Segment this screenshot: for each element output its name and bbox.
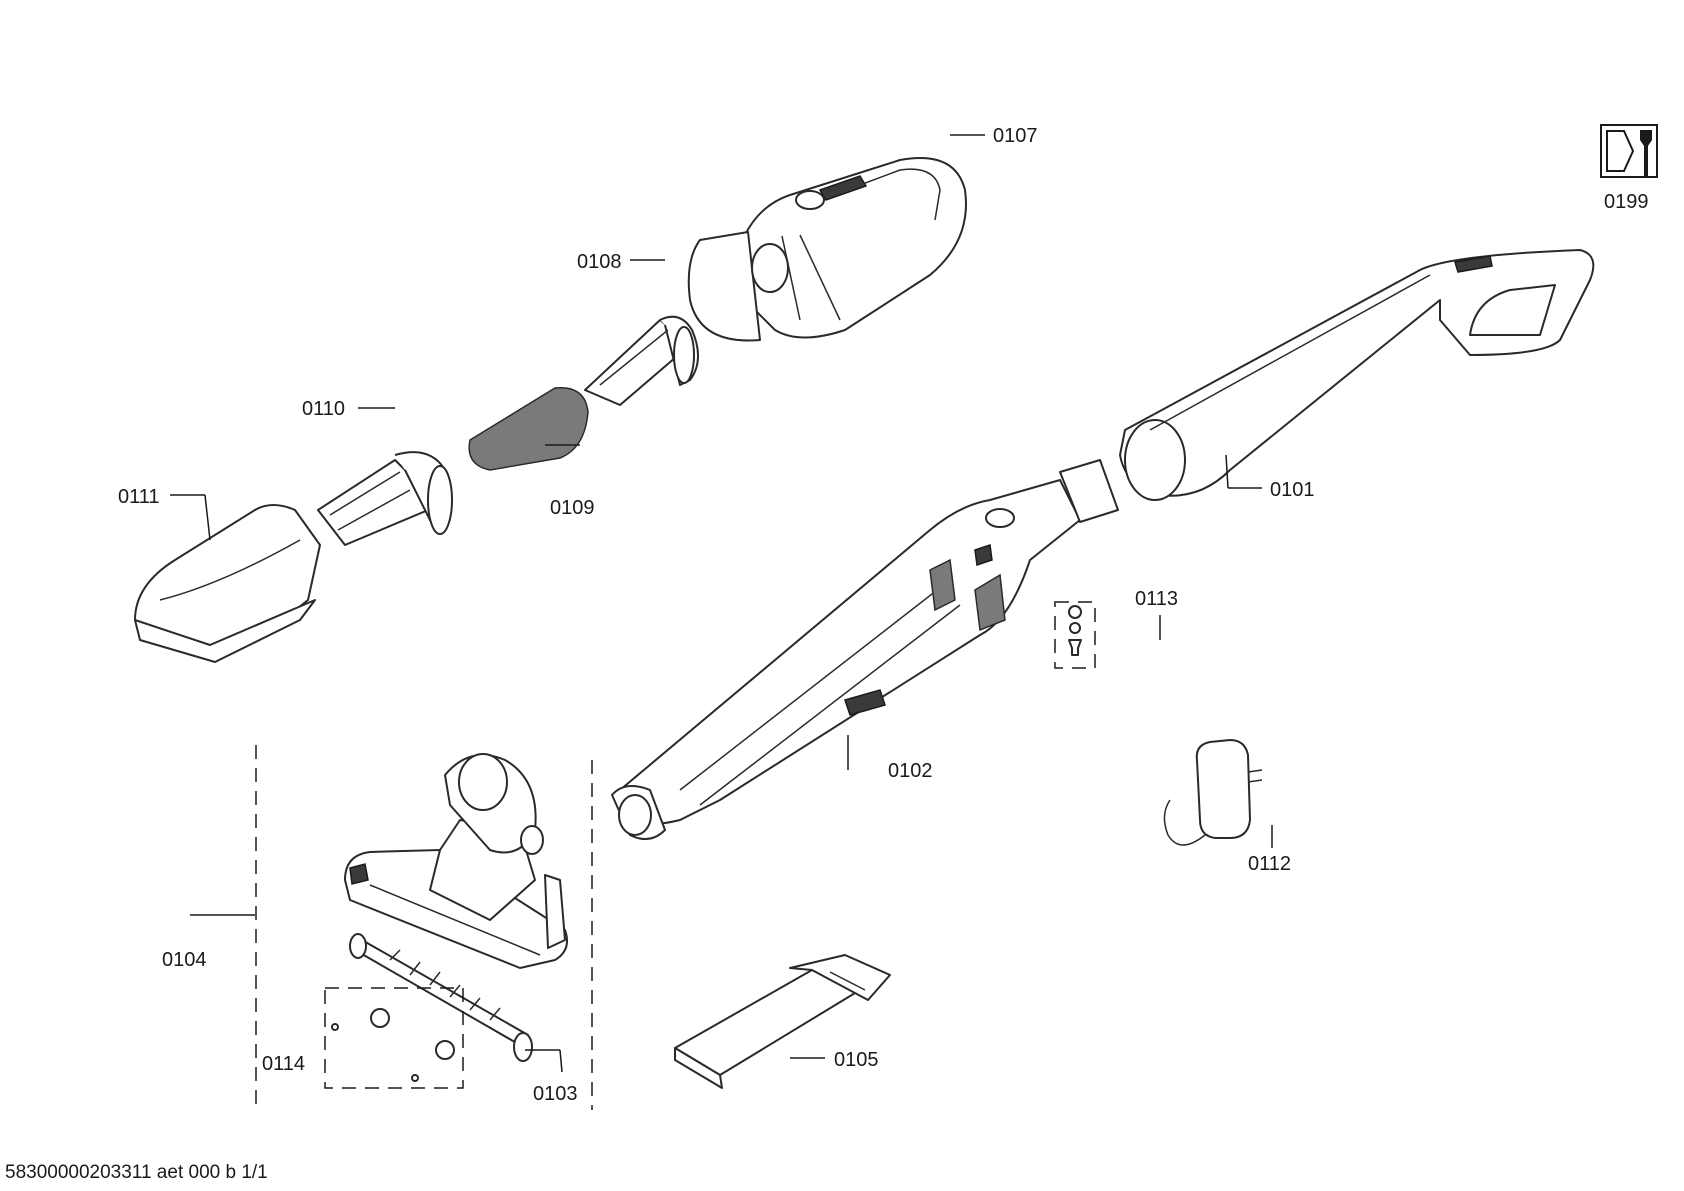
part-label-0105: 0105 bbox=[834, 1049, 879, 1071]
charger-drawing bbox=[1163, 739, 1263, 846]
filter-drawing bbox=[584, 315, 699, 406]
part-label-0113: 0113 bbox=[1135, 588, 1178, 610]
handheld-unit-drawing bbox=[687, 157, 967, 342]
main-body-drawing bbox=[611, 459, 1119, 840]
crevice-tool-drawing bbox=[674, 954, 891, 1089]
part-label-0104: 0104 bbox=[162, 949, 207, 971]
fine-filter-drawing bbox=[468, 386, 589, 471]
screw-kit-drawing bbox=[1054, 601, 1096, 669]
tool-service-icon bbox=[1600, 124, 1658, 178]
part-label-0109: 0109 bbox=[550, 497, 595, 519]
document-code: 58300000203311 aet 000 b 1/1 bbox=[5, 1162, 268, 1183]
pre-filter-drawing bbox=[317, 451, 453, 546]
brush-roll-drawing bbox=[324, 933, 533, 1089]
part-label-0110: 0110 bbox=[302, 398, 345, 420]
part-label-0108: 0108 bbox=[577, 251, 622, 273]
part-label-0102: 0102 bbox=[888, 760, 933, 782]
floor-nozzle-drawing bbox=[344, 753, 568, 969]
part-labels: 0107 0108 0110 0111 0109 0101 0113 0102 … bbox=[118, 125, 1649, 1105]
part-label-0114: 0114 bbox=[262, 1053, 305, 1075]
part-label-0107: 0107 bbox=[993, 125, 1038, 147]
part-label-0103: 0103 bbox=[533, 1083, 578, 1105]
part-label-0101: 0101 bbox=[1270, 479, 1315, 501]
part-label-0199: 0199 bbox=[1604, 191, 1649, 213]
leader-lines bbox=[170, 134, 1273, 1110]
part-label-0112: 0112 bbox=[1248, 853, 1291, 875]
dust-container-drawing bbox=[134, 504, 321, 663]
part-label-0111: 0111 bbox=[118, 486, 160, 508]
handle-drawing bbox=[1119, 249, 1595, 501]
